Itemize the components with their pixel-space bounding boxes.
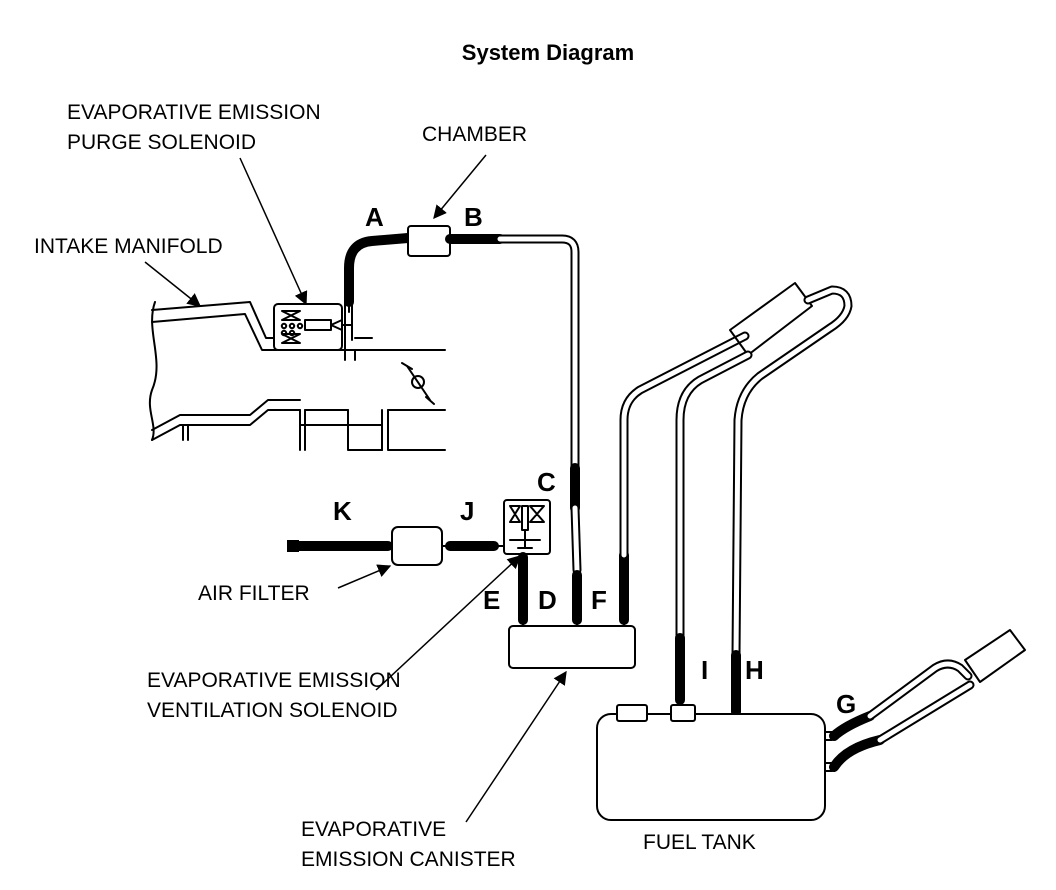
label-chamber: CHAMBER (422, 123, 527, 146)
hose-letter-f: F (591, 585, 607, 615)
label-purge-solenoid-line1: EVAPORATIVE EMISSION (67, 101, 321, 124)
diagram-title: System Diagram (462, 40, 634, 65)
label-vent-solenoid-line1: EVAPORATIVE EMISSION (147, 669, 401, 692)
hose-letter-e: E (483, 585, 500, 615)
label-canister-line1: EVAPORATIVE (301, 818, 446, 841)
hose-letter-g: G (836, 689, 856, 719)
hose-letter-c: C (537, 467, 556, 497)
label-fuel-tank: FUEL TANK (643, 831, 756, 854)
hose-g (829, 711, 875, 741)
hose-letter-h: H (745, 655, 764, 685)
filler-neck-upper (675, 282, 853, 717)
hose-letter-k: K (333, 496, 352, 526)
label-intake-manifold: INTAKE MANIFOLD (34, 235, 223, 258)
hose-letter-j: J (460, 496, 474, 526)
chamber (407, 225, 451, 257)
hose-letter-b: B (464, 202, 483, 232)
vent-line (287, 499, 551, 566)
hose-a (344, 233, 413, 307)
label-vent-solenoid-line2: VENTILATION SOLENOID (147, 699, 398, 722)
purge-line (344, 225, 582, 575)
evaporative-emission-canister (508, 331, 750, 669)
hose-letter-a: A (365, 202, 384, 232)
hose-letter-d: D (538, 585, 557, 615)
label-air-filter: AIR FILTER (198, 582, 310, 605)
hose-letter-i: I (701, 655, 708, 685)
fuel-tank (596, 629, 1026, 821)
purge-solenoid (273, 299, 353, 351)
air-filter (391, 526, 443, 566)
leader-arrows (144, 154, 567, 823)
label-canister-line2: EMISSION CANISTER (301, 848, 516, 871)
label-purge-solenoid-line2: PURGE SOLENOID (67, 131, 256, 154)
